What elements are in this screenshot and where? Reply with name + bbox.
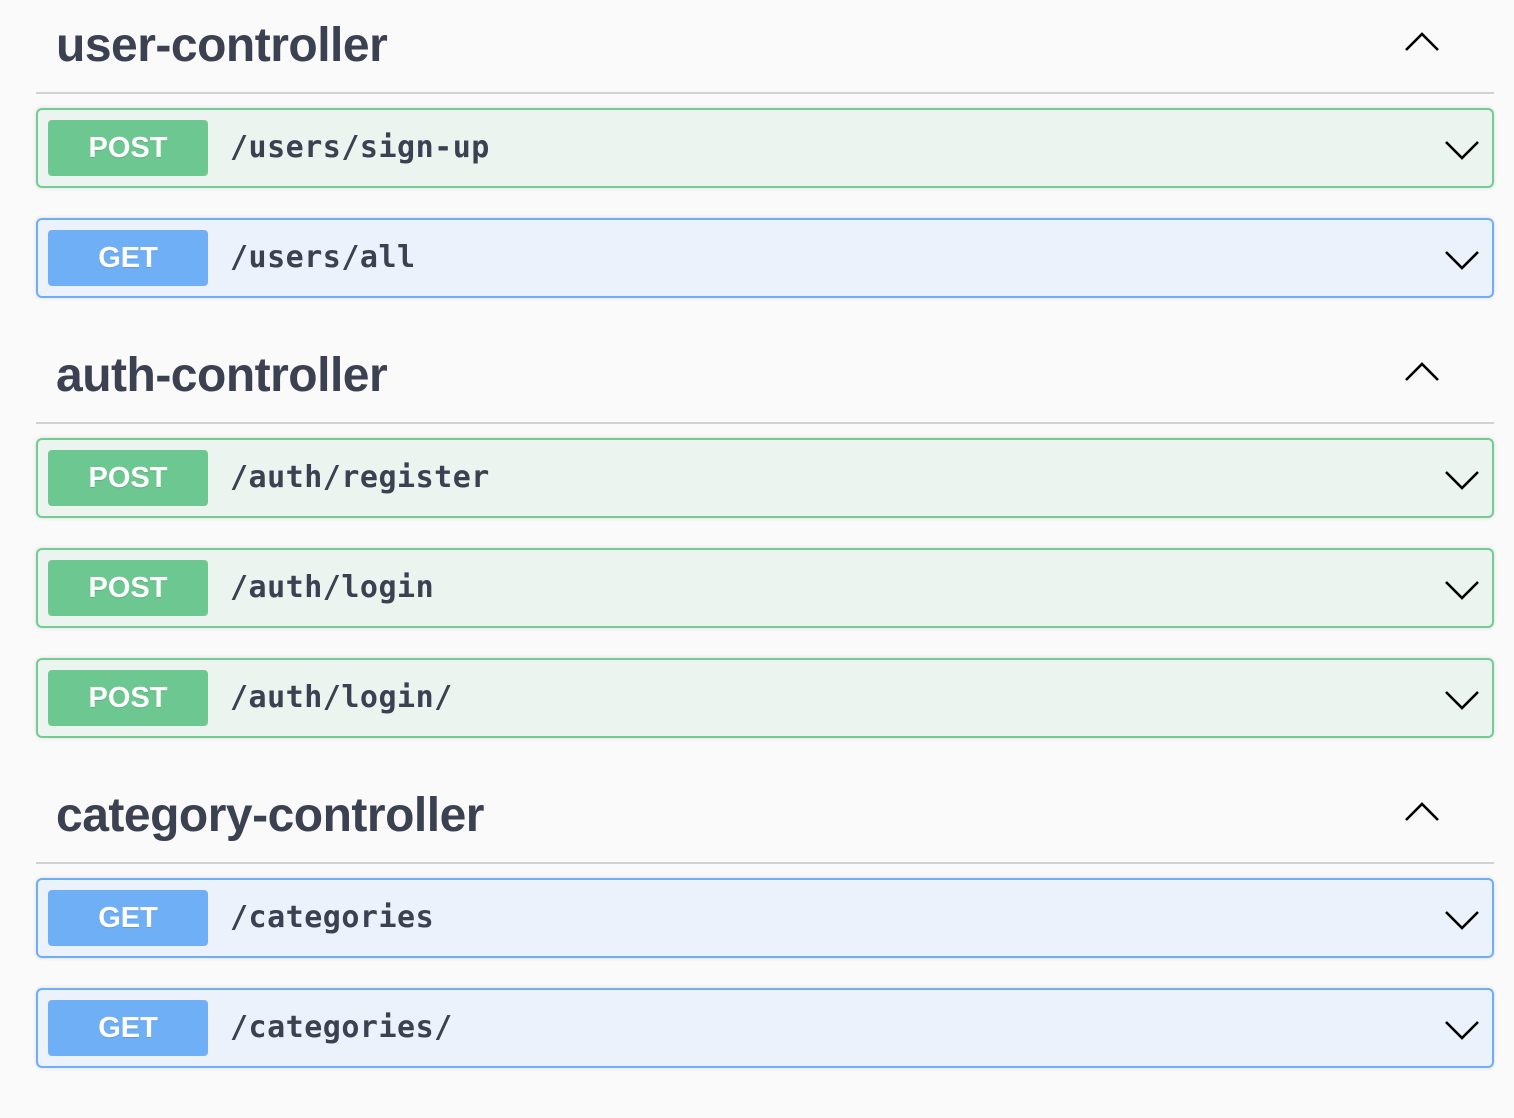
chevron-down-icon[interactable] (1442, 574, 1482, 604)
method-badge-get: GET (48, 1000, 208, 1056)
operation-row[interactable]: POST /auth/login (36, 548, 1494, 628)
chevron-down-icon[interactable] (1442, 134, 1482, 164)
operation-row[interactable]: POST /auth/login/ (36, 658, 1494, 738)
section-title: category-controller (56, 789, 484, 842)
chevron-down-icon[interactable] (1442, 684, 1482, 714)
method-badge-post: POST (48, 450, 208, 506)
section-category-controller: category-controller GET /categories GET … (36, 770, 1494, 1068)
section-user-controller: user-controller POST /users/sign-up GET … (36, 0, 1494, 298)
operation-row[interactable]: GET /categories/ (36, 988, 1494, 1068)
chevron-down-icon[interactable] (1442, 904, 1482, 934)
operation-row[interactable]: POST /users/sign-up (36, 108, 1494, 188)
section-header[interactable]: auth-controller (36, 330, 1494, 424)
operation-path: /categories/ (230, 1010, 453, 1045)
chevron-down-icon[interactable] (1442, 244, 1482, 274)
operation-path: /auth/register (230, 460, 490, 495)
chevron-up-icon[interactable] (1402, 26, 1442, 56)
operation-path: /users/all (230, 240, 416, 275)
section-title: auth-controller (56, 349, 388, 402)
section-header[interactable]: category-controller (36, 770, 1494, 864)
chevron-down-icon[interactable] (1442, 1014, 1482, 1044)
method-badge-post: POST (48, 560, 208, 616)
chevron-down-icon[interactable] (1442, 464, 1482, 494)
method-badge-get: GET (48, 890, 208, 946)
chevron-up-icon[interactable] (1402, 356, 1442, 386)
operation-path: /auth/login/ (230, 680, 453, 715)
operation-row[interactable]: GET /users/all (36, 218, 1494, 298)
operation-row[interactable]: GET /categories (36, 878, 1494, 958)
operation-row[interactable]: POST /auth/register (36, 438, 1494, 518)
method-badge-post: POST (48, 120, 208, 176)
operation-path: /users/sign-up (230, 130, 490, 165)
section-auth-controller: auth-controller POST /auth/register POST… (36, 330, 1494, 738)
chevron-up-icon[interactable] (1402, 796, 1442, 826)
operation-path: /categories (230, 900, 435, 935)
operation-path: /auth/login (230, 570, 435, 605)
section-header[interactable]: user-controller (36, 0, 1494, 94)
section-title: user-controller (56, 19, 388, 72)
method-badge-post: POST (48, 670, 208, 726)
method-badge-get: GET (48, 230, 208, 286)
